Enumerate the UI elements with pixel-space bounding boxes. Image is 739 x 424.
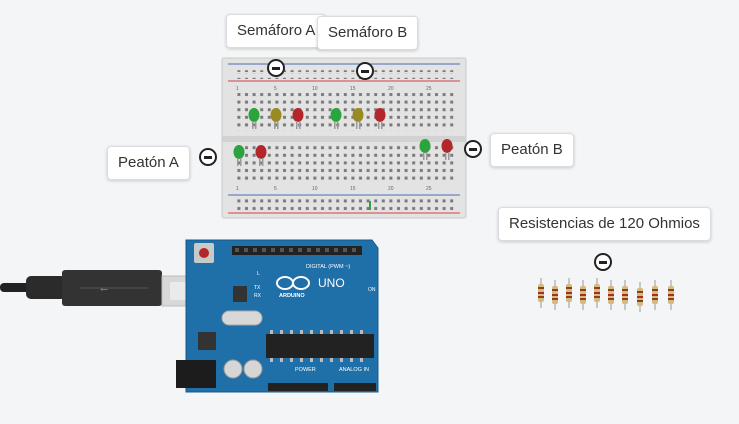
led-semaforo-b-red[interactable]	[374, 108, 386, 129]
analog-label: ANALOG IN	[339, 367, 369, 373]
resistor[interactable]	[608, 280, 614, 310]
pin-semaforo-b-icon[interactable]	[356, 62, 374, 80]
resistor[interactable]	[566, 278, 572, 308]
arduino-uno-board[interactable]: DIGITAL (PWM ~) ARDUINO UNO ON L TX RX P…	[176, 239, 379, 393]
note-resistencias[interactable]: Resistencias de 120 Ohmios	[498, 207, 711, 241]
usb-cable[interactable]: ⭠	[0, 270, 215, 307]
power-label: POWER	[295, 367, 316, 373]
note-peaton-a-text: Peatón A	[118, 154, 179, 171]
note-resistencias-text: Resistencias de 120 Ohmios	[509, 215, 700, 232]
uno-label: UNO	[318, 276, 345, 290]
arduino-logo	[276, 276, 310, 290]
svg-text:20: 20	[388, 86, 394, 92]
svg-text:1: 1	[236, 186, 239, 192]
digital-label: DIGITAL (PWM ~)	[306, 264, 350, 270]
crystal-oscillator	[221, 310, 263, 326]
note-semaforo-b-text: Semáforo B	[328, 24, 408, 41]
capacitor-1	[223, 359, 243, 379]
note-peaton-b[interactable]: Peatón B	[490, 133, 574, 167]
resistor[interactable]	[652, 280, 658, 310]
note-peaton-b-text: Peatón B	[501, 141, 563, 158]
capacitor-2	[243, 359, 263, 379]
svg-text:⭠: ⭠	[100, 284, 108, 295]
led-group	[233, 108, 453, 166]
led-peaton-a-red[interactable]	[255, 145, 267, 166]
jumper-wire[interactable]	[369, 201, 371, 210]
svg-text:1: 1	[236, 86, 239, 92]
header-pins	[235, 248, 356, 252]
led-semaforo-a-red[interactable]	[292, 108, 304, 129]
power-jack[interactable]	[176, 360, 216, 388]
chip-pins	[270, 330, 363, 362]
resistor-group	[538, 278, 674, 312]
voltage-regulator	[198, 332, 216, 350]
svg-text:10: 10	[312, 86, 318, 92]
led-semaforo-a-green[interactable]	[248, 108, 260, 129]
atmega-chip	[266, 334, 374, 358]
rx-label: RX	[254, 293, 262, 299]
pin-semaforo-a-icon[interactable]	[267, 59, 285, 77]
on-label: ON	[368, 287, 376, 293]
resistor[interactable]	[668, 280, 674, 310]
resistor[interactable]	[538, 278, 544, 308]
resistor[interactable]	[580, 280, 586, 310]
svg-text:10: 10	[312, 186, 318, 192]
pin-peaton-b-icon[interactable]	[464, 140, 482, 158]
svg-text:20: 20	[388, 186, 394, 192]
analog-header[interactable]	[334, 383, 376, 391]
svg-text:15: 15	[350, 186, 356, 192]
led-semaforo-a-yellow[interactable]	[270, 108, 282, 129]
resistor[interactable]	[622, 280, 628, 310]
svg-text:25: 25	[426, 186, 432, 192]
resistor[interactable]	[552, 280, 558, 310]
led-semaforo-b-green[interactable]	[330, 108, 342, 129]
note-semaforo-a[interactable]: Semáforo A	[226, 14, 327, 48]
tx-label: TX	[254, 285, 261, 291]
power-header[interactable]	[268, 383, 328, 391]
l-label: L	[257, 271, 260, 277]
led-peaton-b-red[interactable]	[441, 139, 453, 160]
resistor[interactable]	[637, 282, 643, 312]
led-semaforo-b-yellow[interactable]	[352, 108, 364, 129]
svg-text:5: 5	[274, 86, 277, 92]
svg-text:25: 25	[426, 86, 432, 92]
note-semaforo-a-text: Semáforo A	[237, 22, 316, 39]
note-semaforo-b[interactable]: Semáforo B	[317, 16, 419, 50]
svg-text:5: 5	[274, 186, 277, 192]
resistor[interactable]	[594, 278, 600, 308]
pin-resistencias-icon[interactable]	[594, 253, 612, 271]
svg-text:15: 15	[350, 86, 356, 92]
brand-label: ARDUINO	[279, 293, 305, 299]
digital-header[interactable]	[232, 246, 362, 255]
led-peaton-b-green[interactable]	[419, 139, 431, 160]
led-peaton-a-green[interactable]	[233, 145, 245, 166]
note-peaton-a[interactable]: Peatón A	[107, 146, 190, 180]
usb-chip	[233, 286, 247, 302]
pin-peaton-a-icon[interactable]	[199, 148, 217, 166]
